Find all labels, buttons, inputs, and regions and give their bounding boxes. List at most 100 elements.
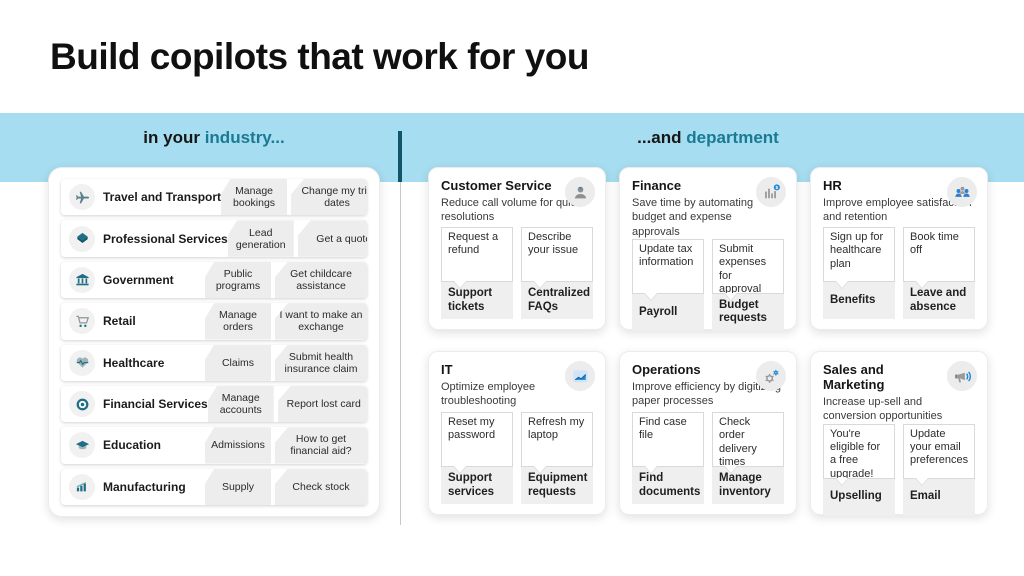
- industry-label: Healthcare: [103, 355, 165, 370]
- person-icon: [565, 177, 595, 207]
- topic-tag: Support tickets: [441, 282, 513, 319]
- topic-tag: Support services: [441, 467, 513, 504]
- industry-chip: Report lost card: [277, 385, 367, 423]
- megaphone-icon: [947, 361, 977, 391]
- chat-bubble: Reset my password: [441, 412, 513, 474]
- industry-row-government: Government Public programs Get childcare…: [61, 261, 367, 299]
- industry-row-financial-services: Financial Services Manage accounts Repor…: [61, 385, 367, 423]
- dept-title: Sales and Marketing: [823, 362, 885, 392]
- industry-row-manufacturing: Manufacturing Supply Check stock: [61, 468, 367, 505]
- dept-description: Save time by automating budget and expen…: [632, 197, 754, 238]
- finance-chart-icon: $: [756, 177, 786, 207]
- industry-chip: Change my trip dates: [291, 179, 367, 216]
- vertical-rule: [400, 182, 401, 525]
- department-header: ...and department: [428, 128, 988, 148]
- shopping-cart-icon: [69, 308, 95, 335]
- chat-bubble: Update tax information: [632, 238, 704, 301]
- topic-tag: Leave and absence: [903, 282, 975, 319]
- dept-description: Optimize employee troubleshooting: [441, 381, 536, 408]
- industry-row-education: Education Admissions How to get financia…: [61, 427, 367, 464]
- industry-label: Financial Services: [103, 397, 208, 412]
- industry-label: Professional Services: [103, 231, 228, 246]
- chat-bubble: Update your email preferences: [903, 423, 975, 486]
- industry-chip: Admissions: [205, 427, 271, 464]
- industry-chip: I want to make an exchange: [275, 303, 367, 340]
- dept-title: Customer Service: [441, 178, 552, 193]
- department-header-prefix: ...and: [637, 128, 687, 147]
- industry-chip: Public programs: [205, 261, 271, 299]
- topic-tag: Payroll: [632, 293, 704, 331]
- svg-text:$: $: [775, 185, 778, 191]
- industry-chip: Manage accounts: [207, 385, 274, 423]
- industry-header-accent: industry...: [204, 128, 285, 147]
- topic-tag: Find documents: [632, 467, 704, 504]
- chat-bubble: Find case file: [632, 412, 704, 474]
- briefcase-icon: [69, 225, 95, 252]
- coin-icon: [69, 391, 95, 418]
- dept-description: Improve efficiency by digitizing paper p…: [632, 381, 781, 408]
- industry-chip: Supply: [205, 468, 271, 505]
- dept-description: Improve employee satisfaction and retent…: [823, 197, 972, 224]
- topic-tag: Centralized FAQs: [521, 282, 593, 319]
- topic-tag: Email: [903, 478, 975, 516]
- dept-card-sales-marketing: Sales and Marketing Increase up-sell and…: [810, 351, 988, 516]
- dept-card-hr: HR Improve employee satisfaction and ret…: [810, 167, 988, 330]
- industry-row-travel: Travel and Transport Manage bookings Cha…: [61, 179, 367, 216]
- chat-bubble: Refresh my laptop: [521, 412, 593, 474]
- bank-icon: [69, 266, 95, 293]
- chat-bubble: Submit expenses for approval: [712, 238, 784, 301]
- chat-bubble: Sign up for healthcare plan: [823, 227, 895, 289]
- dept-card-operations: Operations Improve efficiency by digitiz…: [619, 351, 797, 515]
- topic-tag: Manage inventory: [712, 467, 784, 504]
- industry-chip: Manage bookings: [221, 179, 288, 216]
- industry-row-professional-services: Professional Services Lead generation Ge…: [61, 220, 367, 257]
- industry-chip: Get a quote: [297, 220, 367, 257]
- industry-chip: Get childcare assistance: [275, 261, 367, 299]
- bar-chart-icon: [69, 473, 95, 500]
- industry-chip: Check stock: [275, 468, 367, 505]
- trend-chart-icon: [565, 361, 595, 391]
- industry-label: Travel and Transport: [103, 190, 222, 205]
- industry-row-retail: Retail Manage orders I want to make an e…: [61, 303, 367, 340]
- dept-title: HR: [823, 178, 842, 193]
- industry-label: Government: [103, 272, 174, 287]
- chat-bubble: Book time off: [903, 227, 975, 289]
- graduation-cap-icon: [69, 432, 95, 459]
- chat-bubble: Check order delivery times: [712, 412, 784, 474]
- industry-header-prefix: in your: [143, 128, 205, 147]
- people-group-icon: [947, 177, 977, 207]
- industry-chip: Manage orders: [205, 303, 271, 340]
- topic-tag: Upselling: [823, 478, 895, 516]
- dept-card-customer-service: Customer Service Reduce call volume for …: [428, 167, 606, 330]
- topic-tag: Benefits: [823, 282, 895, 319]
- department-header-accent: department: [686, 128, 779, 147]
- dept-card-finance: $ Finance Save time by automating budget…: [619, 167, 797, 331]
- dept-description: Increase up-sell and conversion opportun…: [823, 396, 943, 423]
- airplane-icon: [69, 184, 95, 211]
- department-grid: Customer Service Reduce call volume for …: [428, 167, 988, 516]
- chat-bubble: Request a refund: [441, 227, 513, 289]
- dept-title: Operations: [632, 362, 701, 377]
- gears-icon: [756, 361, 786, 391]
- dept-description: Reduce call volume for quick resolutions: [441, 197, 582, 224]
- industry-chip: How to get financial aid?: [275, 427, 367, 464]
- dept-title: IT: [441, 362, 453, 377]
- dept-title: Finance: [632, 178, 682, 193]
- topic-tag: Equipment requests: [521, 467, 593, 504]
- industry-label: Education: [103, 438, 162, 453]
- industry-chip: Claims: [205, 344, 271, 381]
- chat-bubble: Describe your issue: [521, 227, 593, 289]
- industry-chip: Submit health insurance claim: [275, 344, 367, 381]
- industry-row-healthcare: Healthcare Claims Submit health insuranc…: [61, 344, 367, 381]
- chat-bubble: You're eligible for a free upgrade!: [823, 423, 895, 486]
- section-divider: [398, 131, 402, 182]
- industry-label: Retail: [103, 314, 136, 329]
- industry-panel: Travel and Transport Manage bookings Cha…: [48, 167, 380, 517]
- heart-pulse-icon: [69, 349, 95, 376]
- industry-label: Manufacturing: [103, 479, 186, 494]
- industry-chip: Lead generation: [227, 220, 294, 257]
- topic-tag: Budget requests: [712, 293, 784, 331]
- dept-card-it: IT Optimize employee troubleshooting Res…: [428, 351, 606, 515]
- industry-header: in your industry...: [48, 128, 380, 148]
